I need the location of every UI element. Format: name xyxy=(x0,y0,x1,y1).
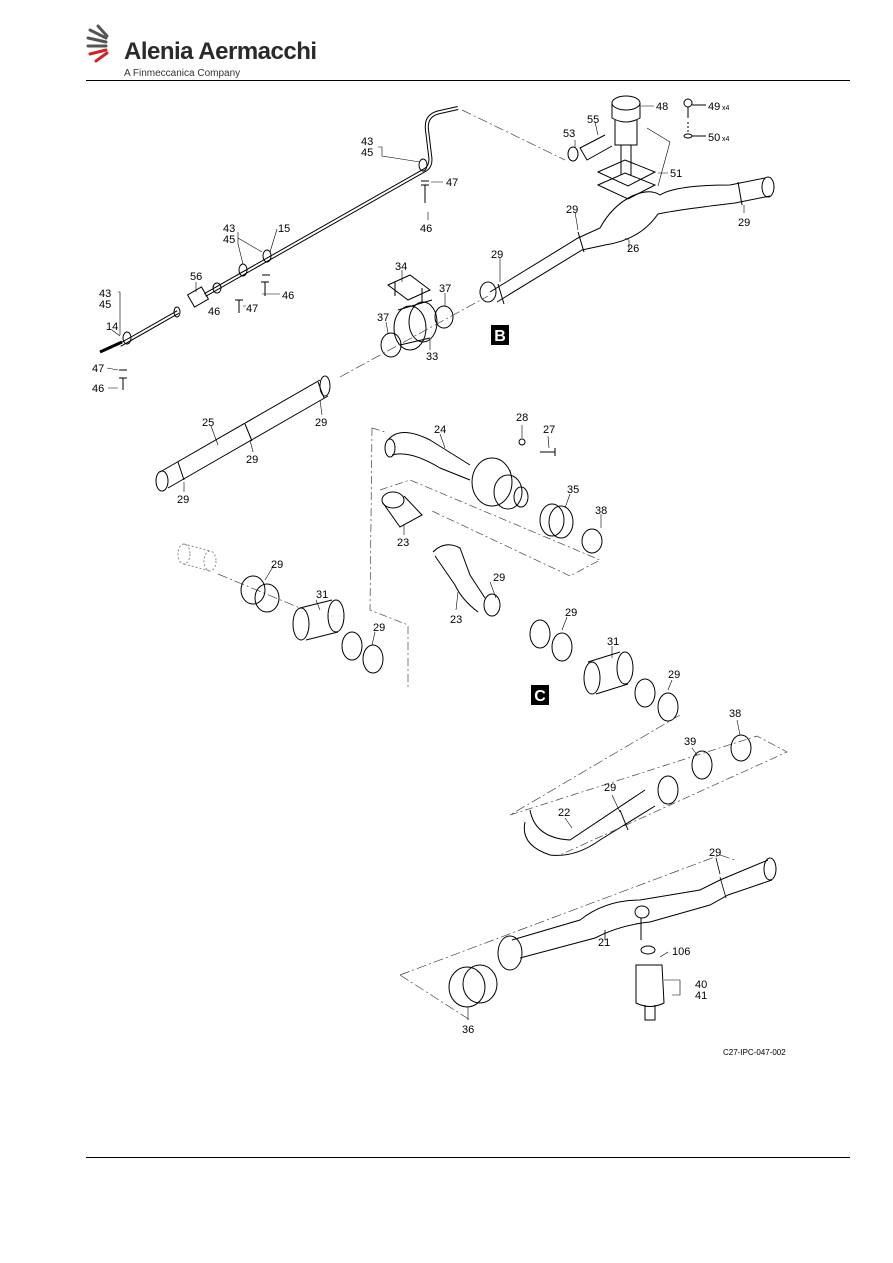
seal-38a xyxy=(581,528,603,554)
callout: 29 xyxy=(738,217,750,229)
pipe-25 xyxy=(159,379,329,489)
callout: 36 xyxy=(462,1024,474,1036)
callout: 37 xyxy=(439,283,451,295)
section-b-label: B xyxy=(494,328,506,345)
callout: 31 xyxy=(316,589,328,601)
callout: 46 xyxy=(208,306,220,318)
callout: 29 xyxy=(246,454,258,466)
alenia-logo-icon xyxy=(86,24,109,63)
callout: 50 xyxy=(708,132,720,144)
elbow-23b xyxy=(432,544,486,613)
callout: 29 xyxy=(668,669,680,681)
part-39 xyxy=(691,750,713,780)
callout: 31 xyxy=(607,636,619,648)
page-header: Alenia Aermacchi A Finmeccanica Company xyxy=(0,0,893,82)
callout: 29 xyxy=(709,847,721,859)
callout: 40 xyxy=(695,979,707,991)
figure-reference: C27-IPC-047-002 xyxy=(723,1048,786,1057)
pipe-22 xyxy=(523,789,656,856)
callout: 46 xyxy=(420,223,432,235)
callout: 43 xyxy=(223,223,235,235)
callout: 29 xyxy=(604,782,616,794)
pipe-21 xyxy=(511,859,773,959)
callout: 23 xyxy=(450,614,462,626)
callout: 15 xyxy=(278,223,290,235)
seal-37-left xyxy=(380,332,402,358)
sleeve-31a xyxy=(299,599,339,641)
callout: 106 xyxy=(672,946,690,958)
callout: 26 xyxy=(627,243,639,255)
elbow-23a xyxy=(381,491,405,509)
callout: 33 xyxy=(426,351,438,363)
seal-37-right xyxy=(434,305,454,329)
section-b-box xyxy=(491,325,509,345)
callout: 45 xyxy=(361,147,373,159)
callout: 25 xyxy=(202,417,214,429)
callout: 38 xyxy=(595,505,607,517)
callout: 51 xyxy=(670,168,682,180)
callout: 46 xyxy=(92,383,104,395)
sleeve-31b xyxy=(587,651,629,695)
clamp-34 xyxy=(387,274,431,301)
callout: 21 xyxy=(598,937,610,949)
flange-24 xyxy=(471,457,513,507)
plate-51 xyxy=(596,159,657,187)
callout: 29 xyxy=(271,559,283,571)
callout: 45 xyxy=(99,299,111,311)
clamp-35 xyxy=(539,503,565,537)
callout: 38 xyxy=(729,708,741,720)
callout: 29 xyxy=(491,249,503,261)
callout: 23 xyxy=(397,537,409,549)
callout: 55 xyxy=(587,114,599,126)
company-name: Alenia Aermacchi xyxy=(124,38,317,65)
section-c-box xyxy=(531,685,549,705)
fitting-56 xyxy=(186,286,210,308)
callout-labels: 43 45 47 46 43 45 15 56 46 47 46 43 45 1… xyxy=(92,101,750,1036)
callout: 14 xyxy=(106,321,118,333)
callout: 46 xyxy=(282,290,294,302)
callout: 48 xyxy=(656,101,668,113)
callout: 41 xyxy=(695,990,707,1002)
callout: 45 xyxy=(223,234,235,246)
callout: 22 xyxy=(558,807,570,819)
callout: 29 xyxy=(315,417,327,429)
callout: 24 xyxy=(434,424,446,436)
callout: 39 xyxy=(684,736,696,748)
callout: 43 xyxy=(99,288,111,300)
clamp-36 xyxy=(448,966,486,1008)
duct-26 xyxy=(489,177,771,303)
sensor-40 xyxy=(635,964,665,1007)
duct-24 xyxy=(387,432,471,481)
callout: 49 xyxy=(708,101,720,113)
footer-rule xyxy=(86,1157,850,1158)
callout: 29 xyxy=(493,572,505,584)
callout: 53 xyxy=(563,128,575,140)
section-c-label: C xyxy=(534,688,546,705)
callout: 35 xyxy=(567,484,579,496)
callout: 29 xyxy=(177,494,189,506)
callout: 47 xyxy=(446,177,458,189)
callout: 29 xyxy=(566,204,578,216)
header-rule xyxy=(86,80,850,81)
callout-qty: x4 xyxy=(722,136,730,143)
company-subtitle: A Finmeccanica Company xyxy=(124,68,241,79)
callout: 43 xyxy=(361,136,373,148)
seal-38b xyxy=(730,734,752,762)
callout: 47 xyxy=(92,363,104,375)
callout: 29 xyxy=(373,622,385,634)
callout-qty: x4 xyxy=(722,105,730,112)
callout: 27 xyxy=(543,424,555,436)
callout: 56 xyxy=(190,271,202,283)
callout: 37 xyxy=(377,312,389,324)
callout: 28 xyxy=(516,412,528,424)
valve-cap-48 xyxy=(611,95,641,111)
callout: 34 xyxy=(395,261,407,273)
callout: 47 xyxy=(246,303,258,315)
callout: 29 xyxy=(565,607,577,619)
